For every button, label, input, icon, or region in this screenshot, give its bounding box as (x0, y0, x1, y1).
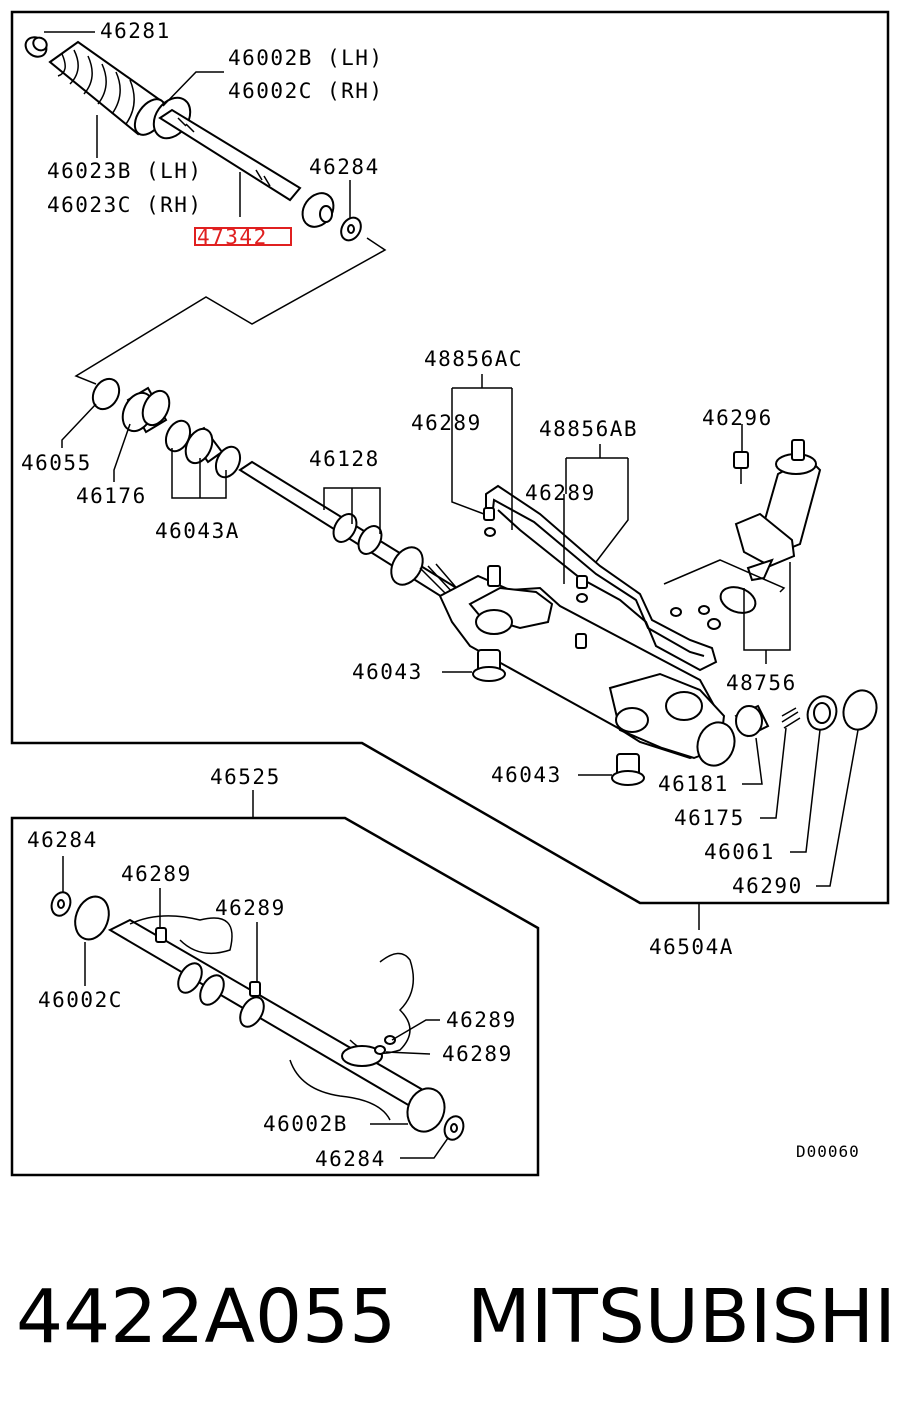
pinion-valve-assembly (663, 439, 822, 614)
pinion-end-parts (734, 689, 878, 738)
boot-clamp-small (24, 36, 48, 58)
lock-washer-top (340, 216, 362, 242)
label-46055: 46055 (21, 451, 92, 475)
label-46023b-lh: 46023B (LH) (47, 159, 203, 183)
sub-washer-top (50, 891, 72, 917)
label-46289-b: 46289 (525, 481, 596, 505)
label-46284-top: 46284 (309, 155, 380, 179)
sub-label-46289-c: 46289 (446, 1008, 517, 1032)
sub-label-46284-bottom: 46284 (315, 1147, 386, 1171)
label-46043-a: 46043 (352, 660, 423, 684)
label-46061: 46061 (704, 840, 775, 864)
label-46043-b: 46043 (491, 763, 562, 787)
label-46175: 46175 (674, 806, 745, 830)
sub-washer-bottom (443, 1115, 465, 1141)
tie-rod-assembly (24, 36, 387, 385)
label-46176: 46176 (76, 484, 147, 508)
label-46289-a: 46289 (411, 411, 482, 435)
label-46290: 46290 (732, 874, 803, 898)
small-orings (483, 507, 721, 649)
label-46525: 46525 (210, 765, 281, 789)
sub-label-46289-b: 46289 (215, 896, 286, 920)
label-48756: 48756 (726, 671, 797, 695)
mount-bushing-b (611, 753, 645, 786)
part-number: 4422A055 (16, 1274, 397, 1360)
part-caption: 4422A055 MITSUBISHI (16, 1262, 896, 1372)
label-48856ab: 48856AB (539, 417, 638, 441)
rack-housing (238, 460, 736, 767)
sub-label-46002b: 46002B (263, 1112, 348, 1136)
inner-tie-rod (158, 108, 335, 228)
label-46504a: 46504A (649, 935, 734, 959)
pressure-lines (485, 484, 718, 672)
label-46023c-rh: 46023C (RH) (47, 193, 203, 217)
brand-name: MITSUBISHI (466, 1274, 896, 1360)
rack-bushing-set (91, 377, 242, 479)
mount-bushing-a (472, 649, 506, 682)
highlight-box-47342 (194, 227, 292, 246)
label-48856ac: 48856AC (424, 347, 523, 371)
sub-label-46284-top: 46284 (27, 828, 98, 852)
label-46043a: 46043A (155, 519, 240, 543)
label-46002b-lh: 46002B (LH) (228, 46, 384, 70)
sub-small-orings (155, 927, 396, 1055)
label-46002c-rh: 46002C (RH) (228, 79, 384, 103)
main-assembly-frame (10, 10, 890, 905)
sub-label-46002c: 46002C (38, 988, 123, 1012)
sub-label-46289-a: 46289 (121, 862, 192, 886)
label-46128: 46128 (309, 447, 380, 471)
sub-assembly-frame (10, 816, 540, 1177)
explosion-guide-top (74, 237, 387, 385)
label-47342-highlighted[interactable]: 47342 (197, 225, 268, 249)
label-46181: 46181 (658, 772, 729, 796)
sub-housing (74, 895, 446, 1133)
label-46281: 46281 (100, 19, 171, 43)
label-46296: 46296 (702, 406, 773, 430)
diagram-code: D00060 (796, 1142, 860, 1161)
sub-label-46289-d: 46289 (442, 1042, 513, 1066)
